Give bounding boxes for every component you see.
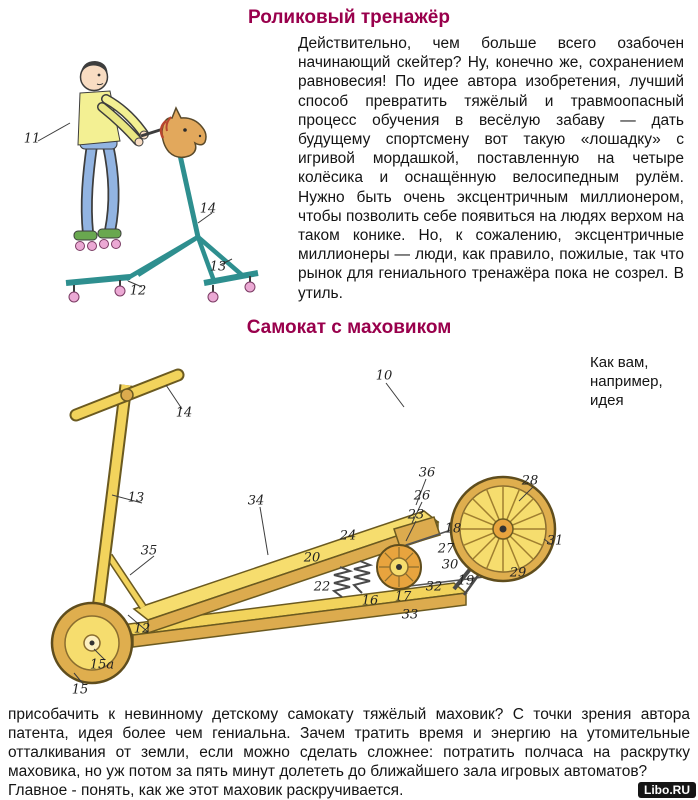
steering-column <box>87 384 133 642</box>
flywheel-scooter-drawing <box>50 368 557 686</box>
handlebar <box>69 368 185 422</box>
figure-part-number: 20 <box>303 550 321 566</box>
libo-ru-watermark[interactable]: Libo.RU <box>638 782 696 798</box>
figure-part-number: 32 <box>425 579 443 595</box>
figure-part-number: 34 <box>247 493 265 509</box>
horse-head-figure <box>140 106 207 159</box>
section1-paragraph: Действительно, чем больше всего озабочен… <box>298 35 684 302</box>
figure-part-number: 12 <box>129 283 147 299</box>
figure-part-number: 12 <box>133 621 151 637</box>
figure-part-number: 15 <box>71 682 89 698</box>
figure-part-number: 14 <box>175 405 193 421</box>
drive-drum <box>376 544 422 590</box>
skater-person <box>73 61 149 251</box>
figure-part-number: 31 <box>546 533 564 549</box>
springs <box>331 560 374 598</box>
section1-content: 11 14 13 12 Действительно, чем больше всего… <box>0 31 698 313</box>
figure-part-number: 11 <box>23 131 41 147</box>
figure-part-number: 17 <box>394 589 412 605</box>
figure-part-number: 27 <box>437 541 455 557</box>
figure-part-number: 29 <box>509 565 527 581</box>
figure-part-number: 23 <box>407 507 425 523</box>
figure-part-number: 33 <box>401 607 419 623</box>
figure-part-number: 19 <box>457 573 475 589</box>
figure-part-number: 30 <box>441 557 459 573</box>
figure-part-number: 18 <box>444 521 462 537</box>
section2-title: Самокат с маховиком <box>246 317 452 338</box>
figure-part-number: 13 <box>127 490 145 506</box>
leader-lines <box>37 122 233 288</box>
section1-title: Роликовый тренажёр <box>248 7 450 28</box>
front-wheel <box>50 601 134 685</box>
figure-part-number: 28 <box>521 473 539 489</box>
paragraph-line: присобачить к невинному детскому самокат… <box>8 706 690 780</box>
roller-trainer-drawing <box>37 61 259 303</box>
figure-part-number: 10 <box>375 368 393 384</box>
front-brace <box>105 553 147 610</box>
paragraph-line: Главное - понять, как же этот маховик ра… <box>8 782 404 799</box>
drum-bracket <box>393 516 441 548</box>
figure-part-number: 16 <box>361 593 379 609</box>
figure-part-number: 14 <box>199 201 217 217</box>
trainer-frame <box>65 154 259 303</box>
figure-part-number: 26 <box>413 488 431 504</box>
figure-part-number: 15a <box>89 657 115 673</box>
flywheel <box>449 475 557 583</box>
leader-lines <box>73 382 553 686</box>
figure-part-number: 36 <box>418 465 436 481</box>
figure-part-number: 24 <box>339 528 357 544</box>
section2-paragraph: присобачить к невинному детскому самокат… <box>0 703 698 800</box>
roller-trainer-figure: 11 14 13 12 <box>0 31 298 313</box>
figure-caption: Как вам, например, идея <box>590 354 663 409</box>
figure-part-number: 13 <box>209 259 227 275</box>
figure-part-number: 22 <box>313 579 331 595</box>
figure-part-number: 35 <box>140 543 158 559</box>
